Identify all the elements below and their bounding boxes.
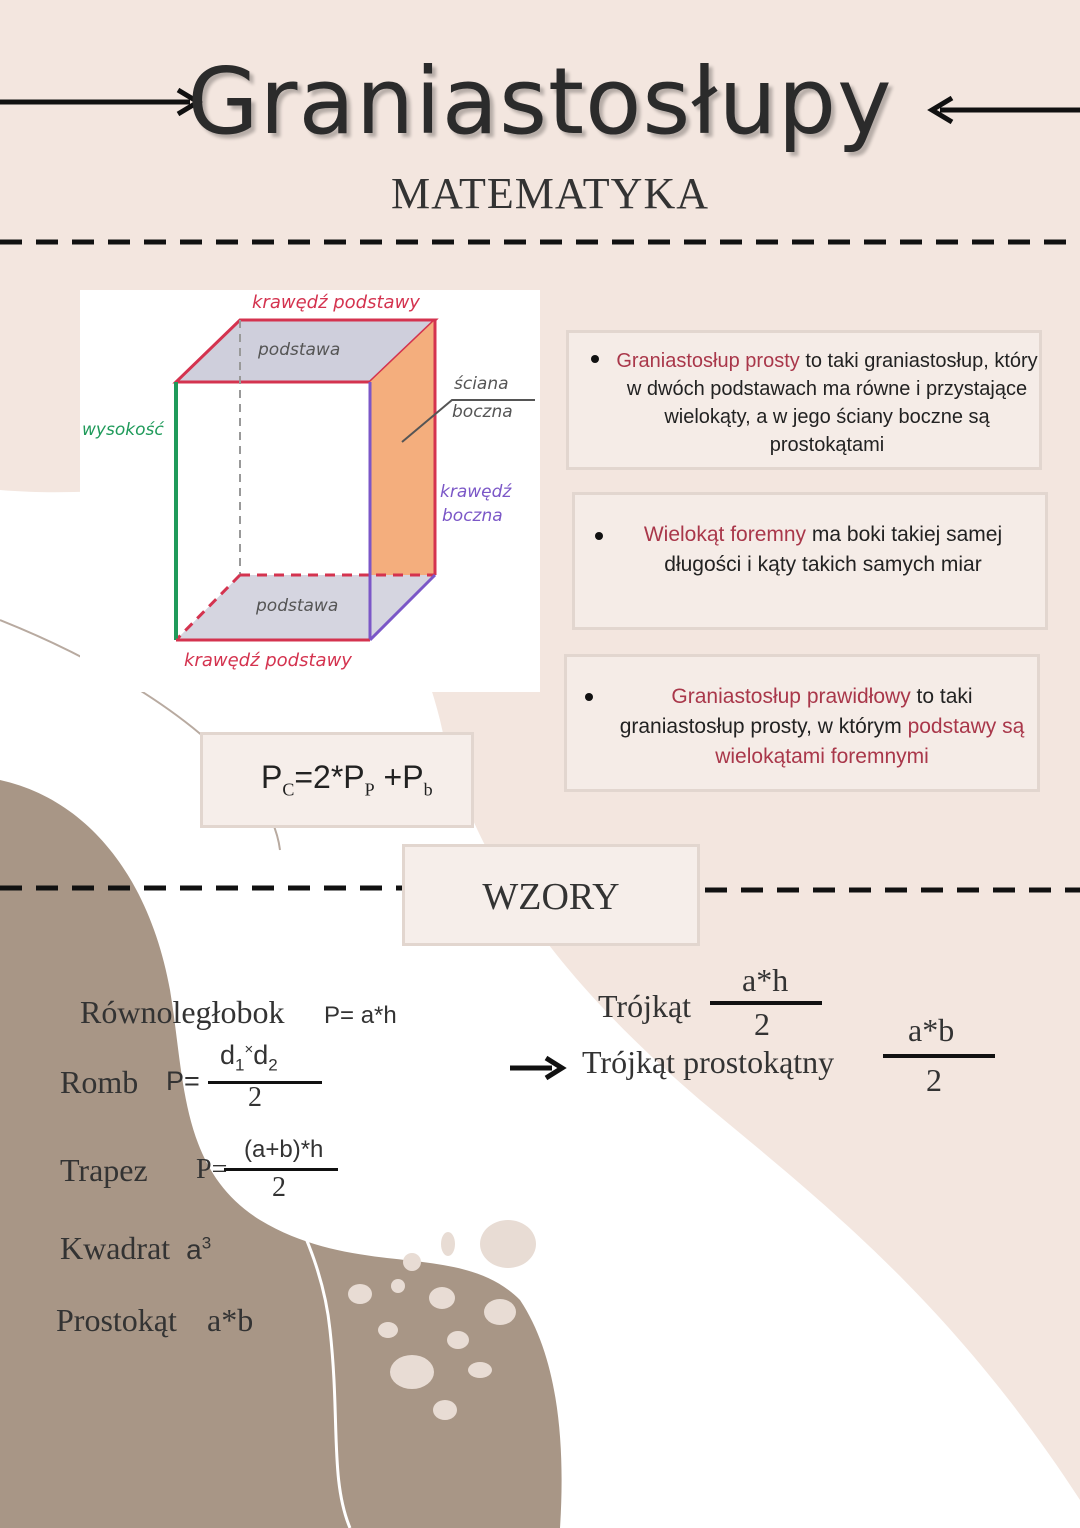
label-height: wysokość bbox=[82, 420, 164, 440]
formula-trojkat-denominator: 2 bbox=[754, 1006, 770, 1042]
formula-romb-numerator: d1×d2 bbox=[220, 1040, 278, 1075]
fraction-line bbox=[883, 1054, 995, 1058]
formula-prostokat: a*b bbox=[207, 1302, 254, 1338]
formula-trapez-denominator: 2 bbox=[272, 1172, 286, 1203]
definition-text-3: to taki graniastosłup prosty, w którym bbox=[619, 685, 973, 738]
formula-name-romb: Romb bbox=[60, 1064, 139, 1100]
formula-rownoleglobok: P= a*h bbox=[324, 1002, 397, 1029]
bullet-icon bbox=[585, 693, 593, 701]
label-side-face-2: boczna bbox=[452, 402, 513, 422]
definition-text-2: ma boki takiej samej długości i kąty tak… bbox=[664, 523, 1003, 576]
formula-name-kwadrat: Kwadrat a3 bbox=[60, 1230, 212, 1266]
definition-box-3: Graniastosłup prawidłowy to taki granias… bbox=[564, 654, 1040, 792]
formula-trapez-lhs: P= bbox=[196, 1154, 228, 1185]
bullet-icon bbox=[591, 355, 599, 363]
section-heading: WZORY bbox=[482, 876, 620, 918]
formula-sub-b: b bbox=[423, 779, 433, 800]
definition-term-3b: podstawy są wielokątami foremnymi bbox=[715, 715, 1025, 768]
label-side-edge-2: boczna bbox=[442, 506, 503, 526]
definition-box-1: Graniastosłup prosty to taki graniastosł… bbox=[566, 330, 1042, 470]
definition-term-3: Graniastosłup prawidłowy bbox=[671, 685, 911, 708]
label-bottom-base: podstawa bbox=[256, 596, 339, 616]
formula-trojkat-numerator: a*h bbox=[742, 962, 789, 998]
formula-name-trojkat: Trójkąt bbox=[598, 988, 692, 1024]
definition-box-2: Wielokąt foremny ma boki takiej samej dł… bbox=[572, 492, 1048, 630]
definition-term-2: Wielokąt foremny bbox=[643, 523, 807, 546]
page-title: Graniastosłupy bbox=[187, 48, 893, 155]
label-top-edge: krawędź podstawy bbox=[252, 292, 420, 313]
formula-sub-c: C bbox=[282, 779, 295, 800]
formula-romb-denominator: 2 bbox=[248, 1082, 262, 1113]
formula-name-rownoleglobok: Równoległobok bbox=[80, 994, 285, 1030]
formula-plus: +P bbox=[374, 759, 424, 795]
fraction-line bbox=[224, 1168, 338, 1171]
formula-kwadrat: a3 bbox=[186, 1233, 212, 1265]
fraction-line bbox=[710, 1001, 822, 1005]
formula-name-trapez: Trapez bbox=[60, 1152, 148, 1188]
definition-term-1: Graniastosłup prosty bbox=[616, 350, 800, 372]
prism-figure: krawędź podstawy podstawa ściana boczna … bbox=[80, 290, 540, 692]
label-side-face-1: ściana bbox=[454, 374, 509, 394]
fraction-line bbox=[208, 1081, 322, 1084]
formula-trojkat-prostokatny-numerator: a*b bbox=[908, 1012, 955, 1048]
bullet-icon bbox=[595, 532, 603, 540]
prism-drawing bbox=[172, 318, 535, 642]
formula-trapez-numerator: (a+b)*h bbox=[244, 1136, 324, 1163]
surface-area-formula: PC=2*PP +Pb bbox=[200, 732, 474, 828]
formula-p: P bbox=[261, 759, 283, 795]
label-side-edge-1: krawędź bbox=[440, 482, 512, 502]
formula-sub-p: P bbox=[364, 779, 375, 800]
formula-romb-lhs: P= bbox=[166, 1066, 200, 1096]
formula-name-trojkat-prostokatny: Trójkąt prostokątny bbox=[582, 1044, 835, 1080]
formula-name-prostokat: Prostokąt bbox=[56, 1302, 177, 1338]
formula-mid: =2*P bbox=[294, 759, 365, 795]
section-heading-box: WZORY bbox=[402, 844, 700, 946]
formula-trojkat-prostokatny-denominator: 2 bbox=[926, 1062, 942, 1098]
label-top-base: podstawa bbox=[258, 340, 341, 360]
label-bottom-edge: krawędź podstawy bbox=[184, 650, 352, 671]
page-subtitle: MATEMATYKA bbox=[391, 169, 709, 218]
definition-text-1: to taki graniastosłup, który w dwóch pod… bbox=[626, 350, 1038, 456]
